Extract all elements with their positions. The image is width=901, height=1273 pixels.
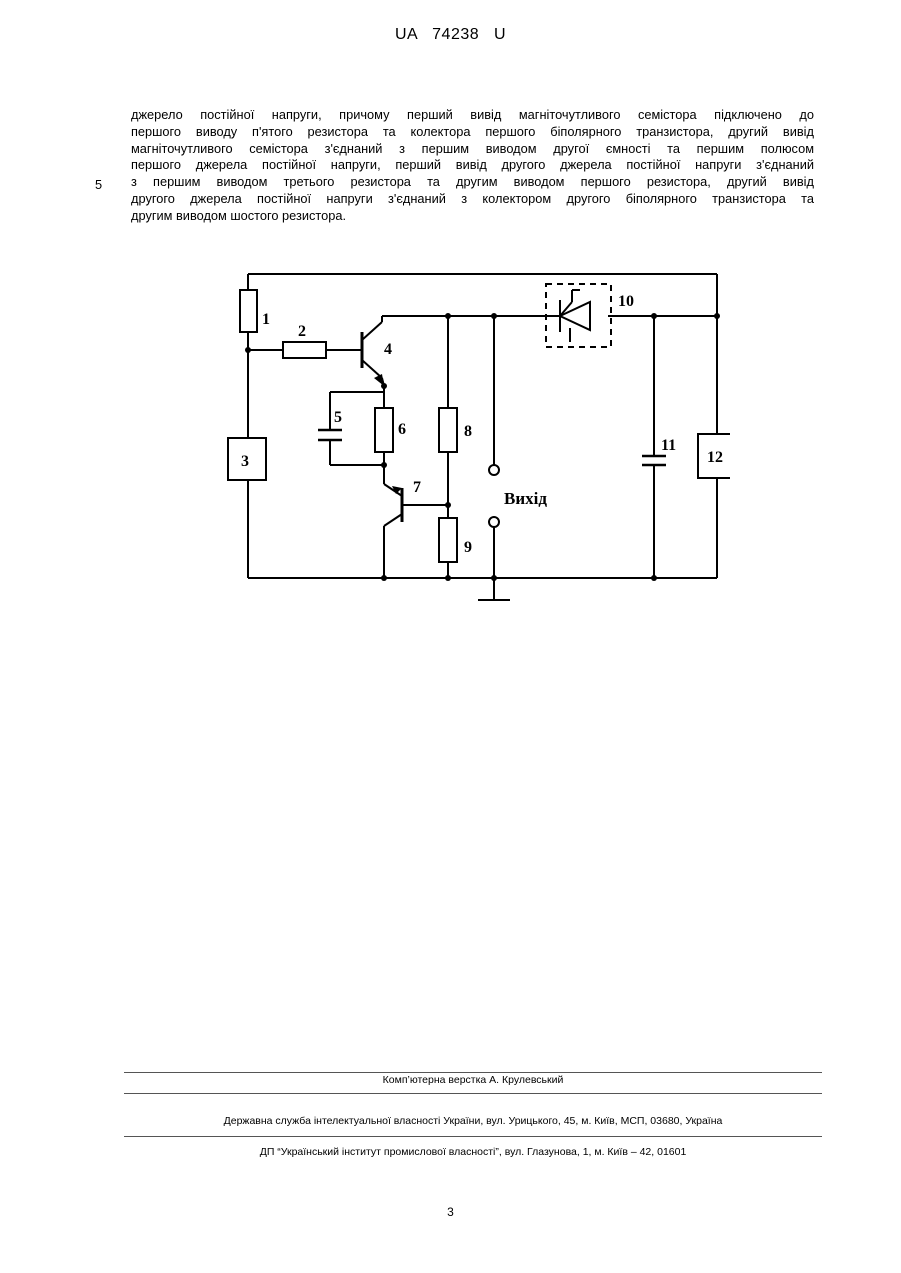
resistor-1	[240, 290, 257, 332]
claim-line: джерело постійної напруги, причому перши…	[131, 107, 814, 124]
margin-line-number: 5	[95, 177, 102, 192]
footer-divider	[124, 1093, 822, 1094]
footer-layout: Комп’ютерна верстка А. Крулевський	[124, 1074, 822, 1086]
output-terminal	[489, 465, 499, 475]
junction-dot	[445, 313, 451, 319]
footer-divider	[124, 1072, 822, 1073]
label-r2: 2	[298, 323, 306, 340]
junction-dot	[445, 502, 451, 508]
junction-dot	[714, 313, 720, 319]
label-src12: 12	[707, 449, 723, 466]
resistor-6	[375, 408, 393, 452]
patent-header: UA 74238 U	[0, 26, 901, 44]
junction-dot	[445, 575, 451, 581]
resistor-9	[439, 518, 457, 562]
label-sem10: 10	[618, 293, 634, 310]
junction-dot	[651, 575, 657, 581]
claim-line: магніточутливого семістора з'єднаний з п…	[131, 141, 814, 158]
claim-line: другого джерела постійної напруги з'єдна…	[131, 191, 814, 208]
junction-dot	[651, 313, 657, 319]
output-label: Вихід	[504, 489, 547, 508]
label-r6: 6	[398, 421, 406, 438]
junction-dot	[491, 313, 497, 319]
footer-institute: ДП “Український інститут промислової вла…	[124, 1146, 822, 1158]
label-c11: 11	[661, 437, 676, 454]
junction-dot	[381, 575, 387, 581]
junction-dot	[381, 383, 387, 389]
label-r8: 8	[464, 423, 472, 440]
footer-divider	[124, 1136, 822, 1137]
resistor-2	[283, 342, 326, 358]
label-r1: 1	[262, 311, 270, 328]
claim-line: другим виводом шостого резистора.	[131, 208, 814, 225]
page-number: 3	[0, 1205, 901, 1219]
claim-line: першого джерела постійної напруги, перши…	[131, 157, 814, 174]
header-number: 74238	[432, 26, 479, 43]
label-c5: 5	[334, 409, 342, 426]
header-office: UA	[395, 26, 417, 43]
circuit-diagram: 1 2 3 4 5 6 7 8 9 10 11 12 Вихід	[220, 262, 730, 612]
junction-dot	[245, 347, 251, 353]
header-kind: U	[494, 26, 506, 43]
label-t7: 7	[413, 479, 421, 496]
label-src3: 3	[241, 453, 249, 470]
junction-dot	[491, 575, 497, 581]
semistor-10-diode	[560, 302, 590, 330]
circuit-svg: 1 2 3 4 5 6 7 8 9 10 11 12 Вихід	[220, 262, 730, 607]
output-terminal	[489, 517, 499, 527]
resistor-8	[439, 408, 457, 452]
label-r9: 9	[464, 539, 472, 556]
transistor-4-emitter	[362, 360, 382, 378]
transistor-4-collector	[362, 322, 382, 340]
claim-text: джерело постійної напруги, причому перши…	[131, 107, 814, 225]
claim-line: першого виводу п'ятого резистора та коле…	[131, 124, 814, 141]
footer-agency: Державна служба інтелектуальної власност…	[124, 1115, 822, 1127]
label-t4: 4	[384, 341, 392, 358]
junction-dot	[381, 462, 387, 468]
claim-line: з першим виводом третього резистора та д…	[131, 174, 814, 191]
transistor-7-emitter	[384, 514, 402, 526]
